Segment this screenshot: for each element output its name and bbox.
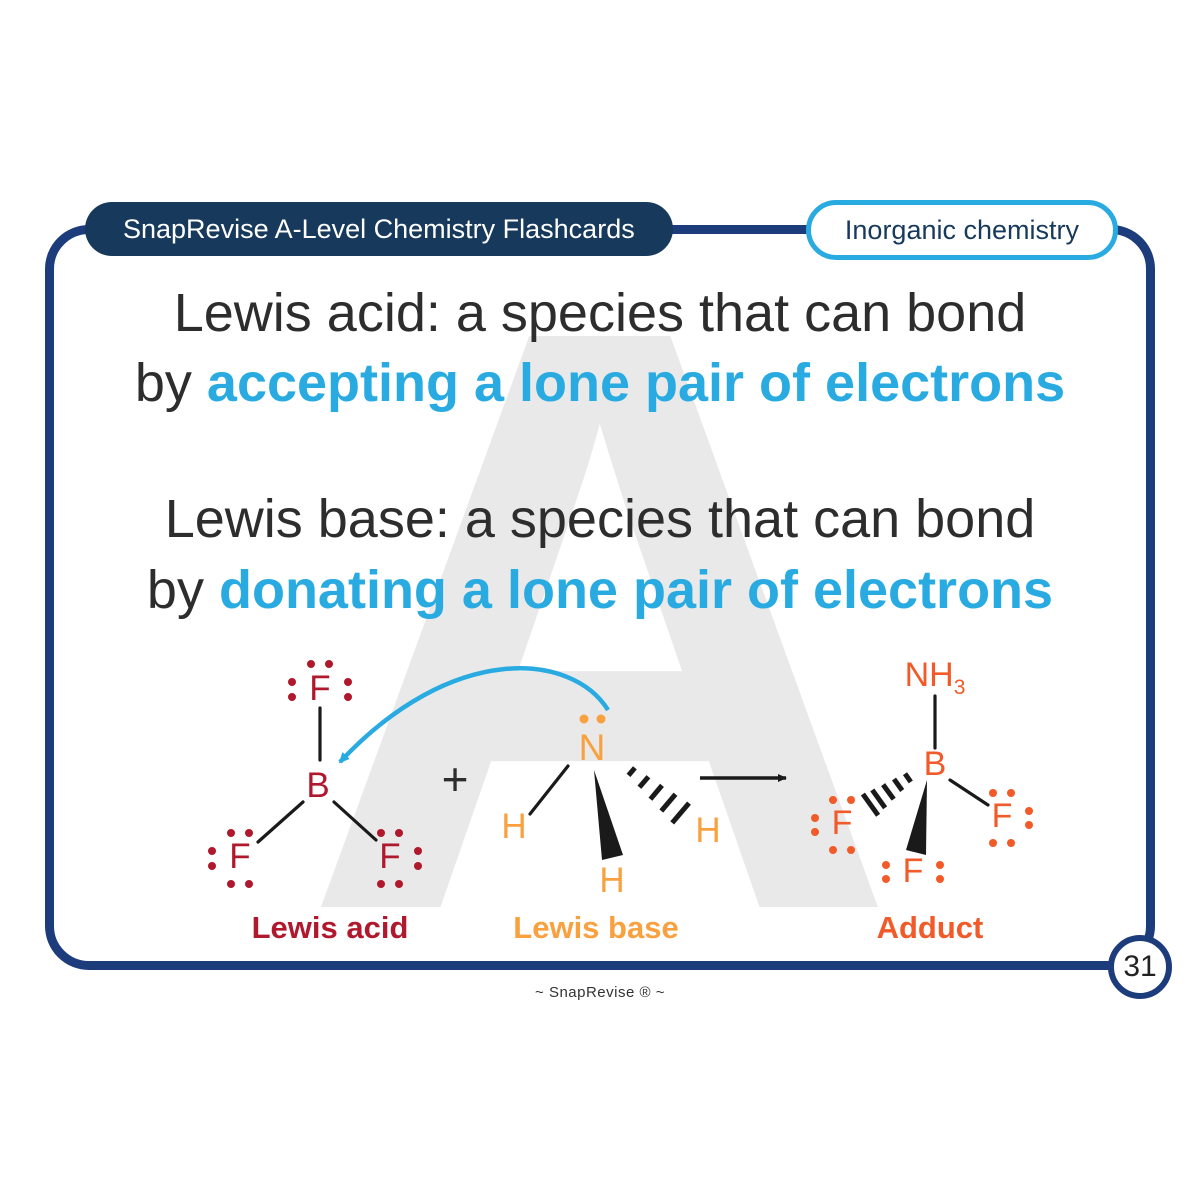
page-number-badge: 31 — [1108, 935, 1172, 999]
top-f-lone-pairs — [288, 660, 352, 701]
base-line2-prefix: by — [146, 559, 219, 620]
atom-f-right: F — [379, 837, 400, 876]
adduct-f-left-lone-pairs — [811, 796, 855, 854]
lewis-base-definition-line1: Lewis base: a species that can bond — [164, 489, 1036, 550]
lewis-base-definition-line2: by donating a lone pair of electrons — [0, 555, 1200, 625]
watermark-letter: A — [300, 156, 900, 1083]
electron-pair-curly-arrow — [338, 666, 610, 764]
lewis-base-definition: Lewis base: a species that can bond by d… — [0, 484, 1200, 624]
lewis-acid-definition: Lewis acid: a species that can bond by a… — [0, 278, 1200, 418]
atom-h-right: H — [695, 811, 720, 850]
acid-line2-prefix: by — [134, 353, 207, 414]
atom-nh3-main: NH — [905, 656, 954, 694]
wedge-n-h-bottom — [594, 770, 623, 860]
footer-brand: ~ SnapRevise ® ~ — [535, 984, 665, 1001]
adduct-atom-b: B — [924, 745, 947, 783]
topic-badge-label: Inorganic chemistry — [844, 214, 1079, 245]
lewis-acid-definition-line1: Lewis acid: a species that can bond — [173, 283, 1027, 343]
bond-b-f-right — [332, 800, 378, 842]
page-number: 31 — [1123, 950, 1157, 983]
atom-nh3: NH3 — [905, 656, 966, 699]
bond-b-f-left — [256, 800, 305, 844]
nh3-molecule: N H H H Lewis base — [501, 714, 721, 945]
left-f-lone-pairs — [208, 829, 253, 888]
adduct-label: Adduct — [877, 910, 984, 945]
base-line2-highlight: donating a lone pair of electrons — [218, 559, 1054, 620]
adduct-atom-f-bottom: F — [903, 852, 924, 890]
adduct-atom-f-left: F — [832, 804, 853, 842]
adduct-atom-f-right: F — [992, 797, 1013, 835]
acid-line2-highlight: accepting a lone pair of electrons — [206, 353, 1066, 414]
bond-b-f-right — [948, 778, 990, 807]
adduct-f-bottom-lone-pairs — [882, 861, 944, 883]
atom-nh3-subscript: 3 — [954, 676, 966, 699]
atom-h-bottom: H — [599, 861, 624, 900]
topic-badge: Inorganic chemistry — [805, 200, 1118, 260]
flashcard-border — [45, 225, 1155, 970]
atom-f-top: F — [309, 669, 330, 708]
lewis-base-label: Lewis base — [513, 910, 678, 945]
brand-badge: SnapRevise A-Level Chemistry Flashcards — [85, 202, 673, 256]
bf3-molecule: F B F F Lewis acid — [208, 660, 422, 945]
reaction-diagram: F B F F Lewis acid — [208, 656, 1033, 945]
atom-f-left: F — [229, 837, 250, 876]
n-lone-pair — [579, 714, 606, 724]
plus-sign: + — [442, 753, 469, 805]
hashed-wedge-b-f-left — [860, 772, 913, 817]
wedge-b-f-bottom — [906, 780, 927, 855]
definitions-block: Lewis acid: a species that can bond by a… — [0, 278, 1200, 625]
adduct-f-right-lone-pairs — [989, 789, 1033, 847]
atom-n: N — [579, 727, 606, 768]
bond-n-h-left — [528, 764, 570, 816]
atom-h-left: H — [501, 807, 526, 846]
hashed-wedge-n-h-right — [626, 766, 691, 825]
lewis-acid-definition-line2: by accepting a lone pair of electrons — [0, 348, 1200, 418]
right-f-lone-pairs — [377, 829, 422, 888]
lewis-acid-label: Lewis acid — [252, 910, 409, 945]
brand-badge-label: SnapRevise A-Level Chemistry Flashcards — [123, 213, 635, 244]
adduct-molecule: NH3 B F F — [811, 656, 1033, 945]
atom-b: B — [306, 766, 329, 805]
